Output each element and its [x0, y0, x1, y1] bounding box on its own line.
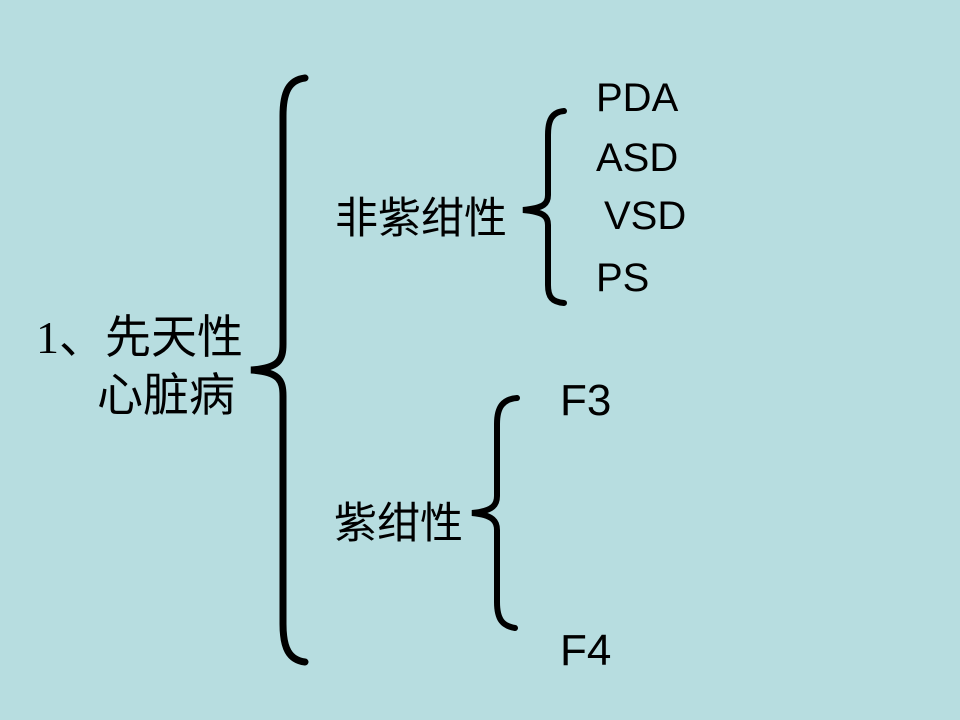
leaf-item-pda: PDA — [596, 76, 679, 120]
leaf-item-ps: PS — [596, 256, 650, 300]
root-label-line-1: 1、先天性 — [36, 312, 243, 363]
leaf-item-asd: ASD — [596, 136, 679, 180]
leaf-item-vsd: VSD — [604, 194, 687, 238]
noncyanotic-curly-brace-icon — [522, 108, 567, 306]
main-curly-brace-icon — [250, 74, 309, 666]
leaf-item-f4: F4 — [560, 626, 612, 675]
branch-label-noncyanotic: 非紫绀性 — [335, 196, 507, 243]
branch-label-cyanotic: 紫绀性 — [334, 501, 463, 548]
leaf-item-f3: F3 — [560, 376, 612, 425]
root-label-line-2: 心脏病 — [97, 370, 235, 421]
cyanotic-curly-brace-icon — [471, 395, 520, 631]
